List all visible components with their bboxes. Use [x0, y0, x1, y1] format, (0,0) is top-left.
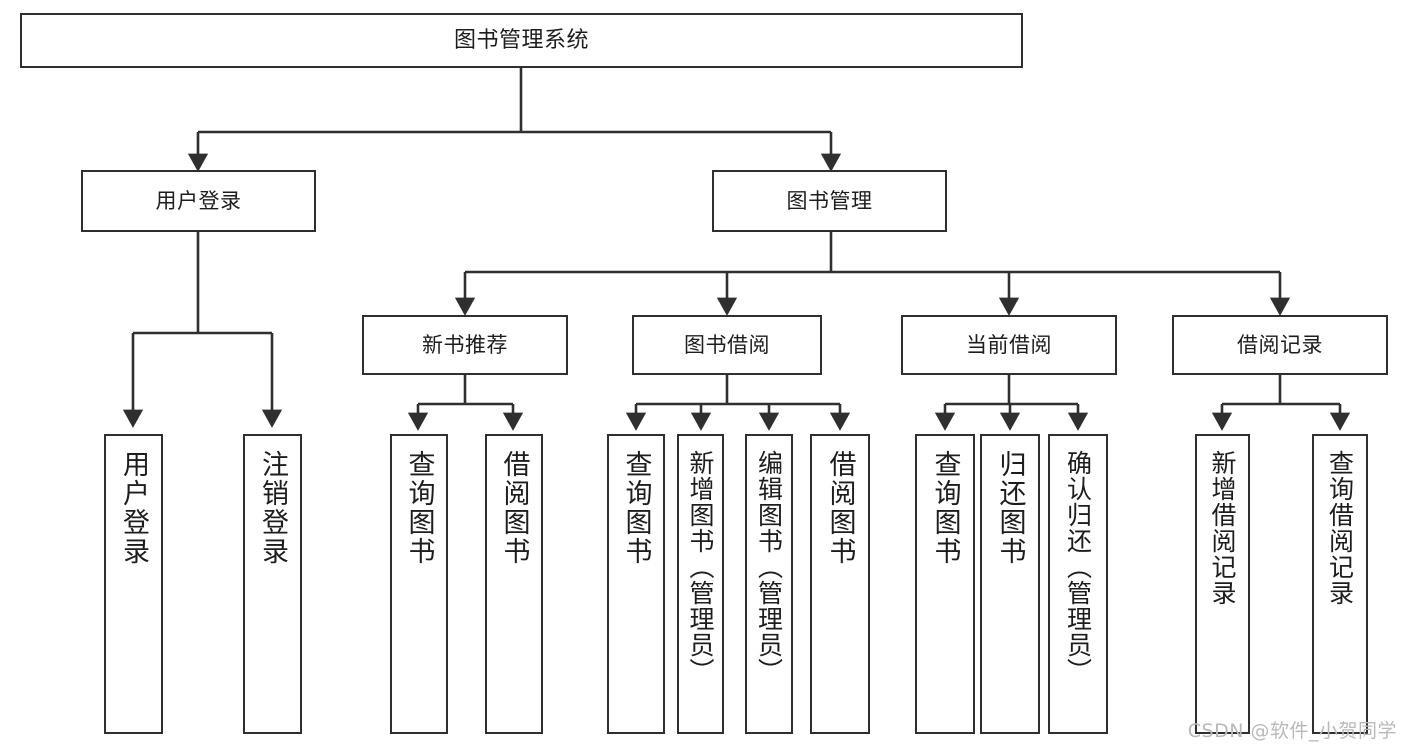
leaf-current-borrow-2[interactable]: 归还图书: [980, 434, 1040, 734]
leaf-book-borrow-1[interactable]: 查询图书: [607, 434, 665, 734]
leaf-label: 注销登录: [257, 450, 288, 566]
leaf-label: 确认归还（管理员）: [1063, 450, 1093, 684]
leaf-book-borrow-2[interactable]: 新增图书（管理员）: [677, 434, 724, 734]
leaf-label: 借阅图书: [824, 450, 856, 566]
leaf-book-borrow-4[interactable]: 借阅图书: [810, 434, 870, 734]
leaf-label: 查询借阅记录: [1325, 450, 1355, 606]
node-book-borrow-label: 图书借阅: [684, 332, 770, 357]
node-new-book-recommend[interactable]: 新书推荐: [362, 315, 568, 375]
leaf-label: 查询图书: [403, 450, 435, 566]
leaf-label: 借阅图书: [498, 450, 530, 566]
leaf-label: 新增图书（管理员）: [686, 450, 715, 684]
node-root-label: 图书管理系统: [453, 27, 589, 53]
leaf-user-login-2[interactable]: 注销登录: [243, 434, 302, 734]
node-root[interactable]: 图书管理系统: [20, 13, 1023, 68]
leaf-new-book-recommend-1[interactable]: 查询图书: [390, 434, 448, 734]
node-current-borrow-label: 当前借阅: [966, 332, 1052, 357]
leaf-user-login-1[interactable]: 用户登录: [104, 434, 163, 734]
node-book-management[interactable]: 图书管理: [712, 170, 947, 232]
node-borrow-record-label: 借阅记录: [1237, 332, 1323, 357]
leaf-current-borrow-1[interactable]: 查询图书: [915, 434, 975, 734]
leaf-borrow-record-2[interactable]: 查询借阅记录: [1312, 434, 1368, 734]
leaf-label: 归还图书: [994, 450, 1026, 566]
leaf-current-borrow-3[interactable]: 确认归还（管理员）: [1048, 434, 1108, 734]
leaf-label: 编辑图书（管理员）: [754, 450, 784, 684]
node-user-login-label: 用户登录: [155, 188, 242, 213]
leaf-borrow-record-1[interactable]: 新增借阅记录: [1195, 434, 1250, 734]
leaf-new-book-recommend-2[interactable]: 借阅图书: [485, 434, 543, 734]
node-book-borrow[interactable]: 图书借阅: [632, 315, 822, 375]
node-current-borrow[interactable]: 当前借阅: [901, 315, 1117, 375]
leaf-label: 用户登录: [118, 450, 149, 566]
node-book-management-label: 图书管理: [786, 188, 873, 213]
node-new-book-recommend-label: 新书推荐: [422, 332, 508, 357]
leaf-label: 查询图书: [620, 450, 652, 566]
node-user-login[interactable]: 用户登录: [81, 170, 316, 232]
leaf-label: 新增借阅记录: [1208, 450, 1237, 606]
leaf-book-borrow-3[interactable]: 编辑图书（管理员）: [745, 434, 793, 734]
leaf-label: 查询图书: [929, 450, 961, 566]
node-borrow-record[interactable]: 借阅记录: [1172, 315, 1388, 375]
